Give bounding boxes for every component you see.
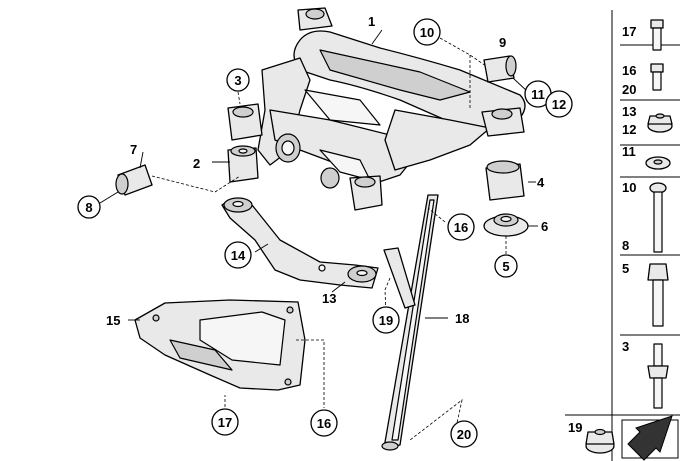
callout-3: 3 <box>234 73 241 88</box>
leader-lines <box>99 29 538 441</box>
callout-19: 19 <box>379 313 393 328</box>
callout-ring-12 <box>545 90 573 118</box>
sidebar-label-20: 20 <box>622 82 636 97</box>
callout-ring-5 <box>494 254 518 278</box>
callout-11: 11 <box>531 87 545 102</box>
sidebar-label-19: 19 <box>568 420 582 435</box>
callout-ring-16a <box>447 213 475 241</box>
callout-16a: 16 <box>454 220 468 235</box>
callout-10: 10 <box>420 25 434 40</box>
arrow-icon <box>621 415 679 461</box>
sidebar-label-3: 3 <box>622 339 629 354</box>
sidebar-label-16: 16 <box>622 63 636 78</box>
underbody-shield-15 <box>134 299 306 391</box>
strut-18 <box>381 194 439 451</box>
callout-4: 4 <box>537 175 545 190</box>
callout-ring-3 <box>226 68 250 92</box>
callout-18: 18 <box>455 311 469 326</box>
callouts: 1 2 3 4 5 6 7 8 9 10 11 12 13 14 15 16 1… <box>77 14 573 448</box>
washer-6 <box>483 213 529 237</box>
callout-ring-8 <box>77 195 101 219</box>
callout-16b: 16 <box>317 416 331 431</box>
fastener-sidebar: 17 16 20 13 12 11 10 8 5 3 19 <box>565 10 680 461</box>
callout-9: 9 <box>499 35 506 50</box>
callout-2: 2 <box>193 156 200 171</box>
callout-12: 12 <box>552 97 566 112</box>
callout-5: 5 <box>502 259 509 274</box>
callout-7: 7 <box>130 142 137 157</box>
callout-ring-17 <box>211 408 239 436</box>
sidebar-label-12: 12 <box>622 122 636 137</box>
sidebar-label-17: 17 <box>622 24 636 39</box>
callout-15: 15 <box>106 313 120 328</box>
callout-17: 17 <box>218 415 232 430</box>
callout-20: 20 <box>457 427 471 442</box>
callout-1: 1 <box>368 14 375 29</box>
callout-13: 13 <box>322 291 336 306</box>
sidebar-label-5: 5 <box>622 261 629 276</box>
sidebar-label-10: 10 <box>622 180 636 195</box>
callout-8: 8 <box>85 200 92 215</box>
callout-ring-16b <box>310 409 338 437</box>
control-arm <box>221 197 379 289</box>
callout-ring-14 <box>224 241 252 269</box>
callout-ring-20 <box>450 420 478 448</box>
rubber-mount-4 <box>485 160 525 201</box>
sidebar-label-11: 11 <box>622 144 636 159</box>
bushing-2 <box>227 145 259 183</box>
callout-ring-19 <box>372 306 400 334</box>
bushing-9 <box>483 55 517 83</box>
bushing-7 <box>115 164 153 196</box>
callout-ring-10 <box>413 18 441 46</box>
callout-14: 14 <box>231 248 246 263</box>
subframe <box>227 7 526 211</box>
sidebar-label-8: 8 <box>622 238 629 253</box>
callout-6: 6 <box>541 219 548 234</box>
sidebar-label-13: 13 <box>622 104 636 119</box>
